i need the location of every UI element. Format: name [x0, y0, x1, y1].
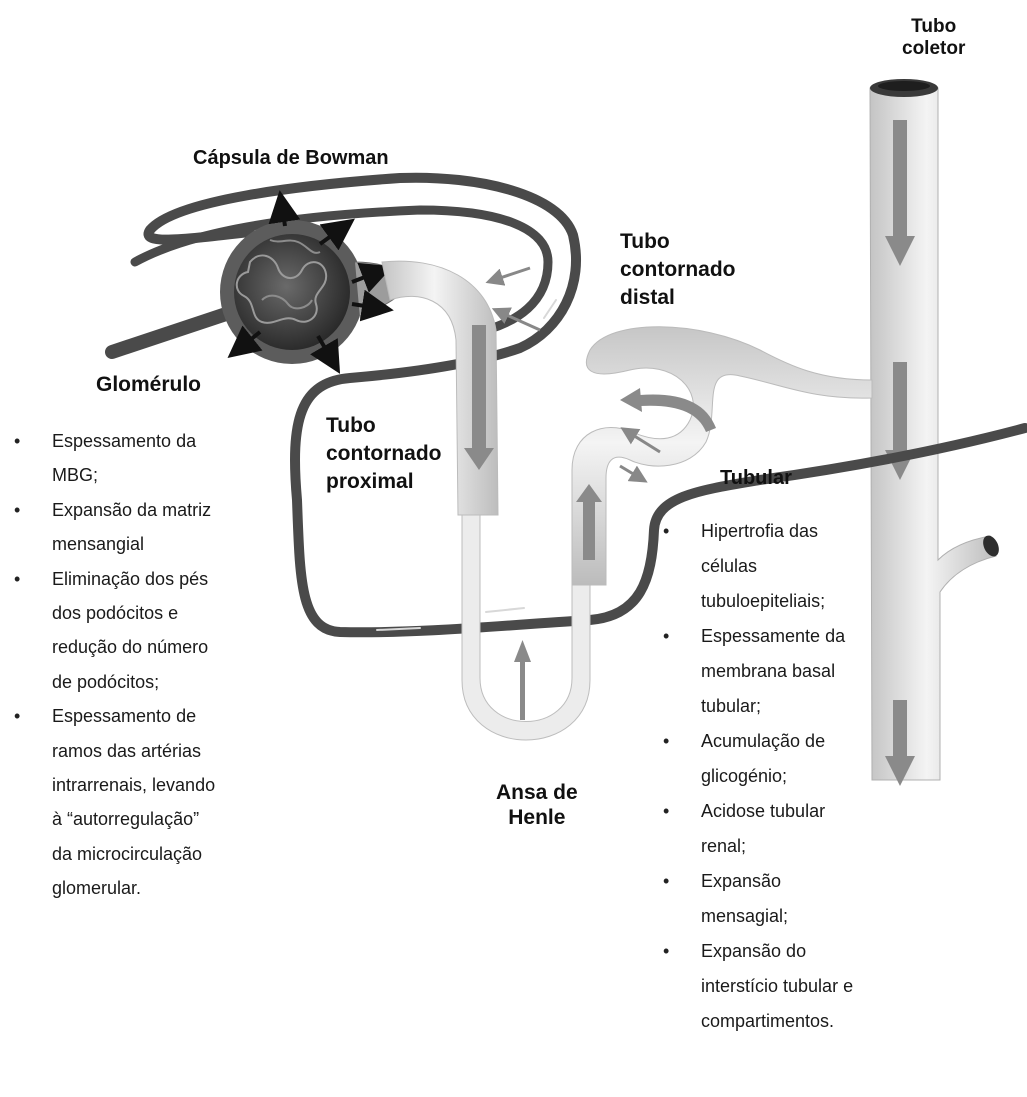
capsula-bowman-label: Cápsula de Bowman [193, 145, 389, 171]
list-item: Espessamento da MBG; [8, 424, 278, 493]
tubo-coletor-line-1: Tubo [902, 16, 965, 38]
tubular-change-text: Hipertrofia das células tubuloepiteliais… [701, 514, 897, 619]
henle-flow-arrow [514, 640, 531, 720]
tubo-coletor-line-2: coletor [902, 38, 965, 60]
tubular-change-text: Acumulação de glicogénio; [701, 724, 897, 794]
tubo-proximal-label: Tubo contornado proximal [326, 412, 442, 496]
tubo-proximal-line-3: proximal [326, 468, 442, 496]
list-item: Espessamente da membrana basal tubular; [657, 619, 897, 724]
tubo-distal-line-1: Tubo [620, 228, 736, 256]
glomerulo-label: Glomérulo [96, 372, 201, 398]
tubo-distal-line-2: contornado [620, 256, 736, 284]
tubular-change-text: Acidose tubular renal; [701, 794, 897, 864]
list-item: Acumulação de glicogénio; [657, 724, 897, 794]
tubo-distal-label: Tubo contornado distal [620, 228, 736, 312]
tubular-change-text: Espessamente da membrana basal tubular; [701, 619, 897, 724]
ansa-henle-line-1: Ansa de [496, 780, 578, 805]
glomerulo-change-text: Eliminação dos pés dos podócitos e reduç… [52, 562, 278, 700]
list-item: Hipertrofia das células tubuloepiteliais… [657, 514, 897, 619]
tubo-proximal-line-1: Tubo [326, 412, 442, 440]
glomerulo-change-text: Expansão da matriz mensangial [52, 493, 278, 562]
list-item: Expansão mensagial; [657, 864, 897, 934]
list-item: Expansão do interstício tubular e compar… [657, 934, 897, 1039]
list-item: Espessamento de ramos das artérias intra… [8, 699, 278, 905]
glomerulo-change-text: Espessamento da MBG; [52, 424, 278, 493]
tubular-change-text: Expansão mensagial; [701, 864, 897, 934]
tubular-changes-list: Hipertrofia das células tubuloepiteliais… [657, 514, 897, 1039]
list-item: Expansão da matriz mensangial [8, 493, 278, 562]
tubo-proximal-line-2: contornado [326, 440, 442, 468]
tubular-label: Tubular [720, 465, 792, 491]
tubo-coletor-label: Tubo coletor [902, 16, 965, 60]
tubo-distal-line-3: distal [620, 284, 736, 312]
ansa-henle-label: Ansa de Henle [496, 780, 578, 830]
list-item: Acidose tubular renal; [657, 794, 897, 864]
ansa-henle-line-2: Henle [496, 805, 578, 830]
tubular-change-text: Expansão do interstício tubular e compar… [701, 934, 897, 1039]
list-item: Eliminação dos pés dos podócitos e reduç… [8, 562, 278, 700]
glomerulo-changes-list: Espessamento da MBG; Expansão da matriz … [8, 424, 278, 906]
glomerulo-change-text: Espessamento de ramos das artérias intra… [52, 699, 278, 905]
